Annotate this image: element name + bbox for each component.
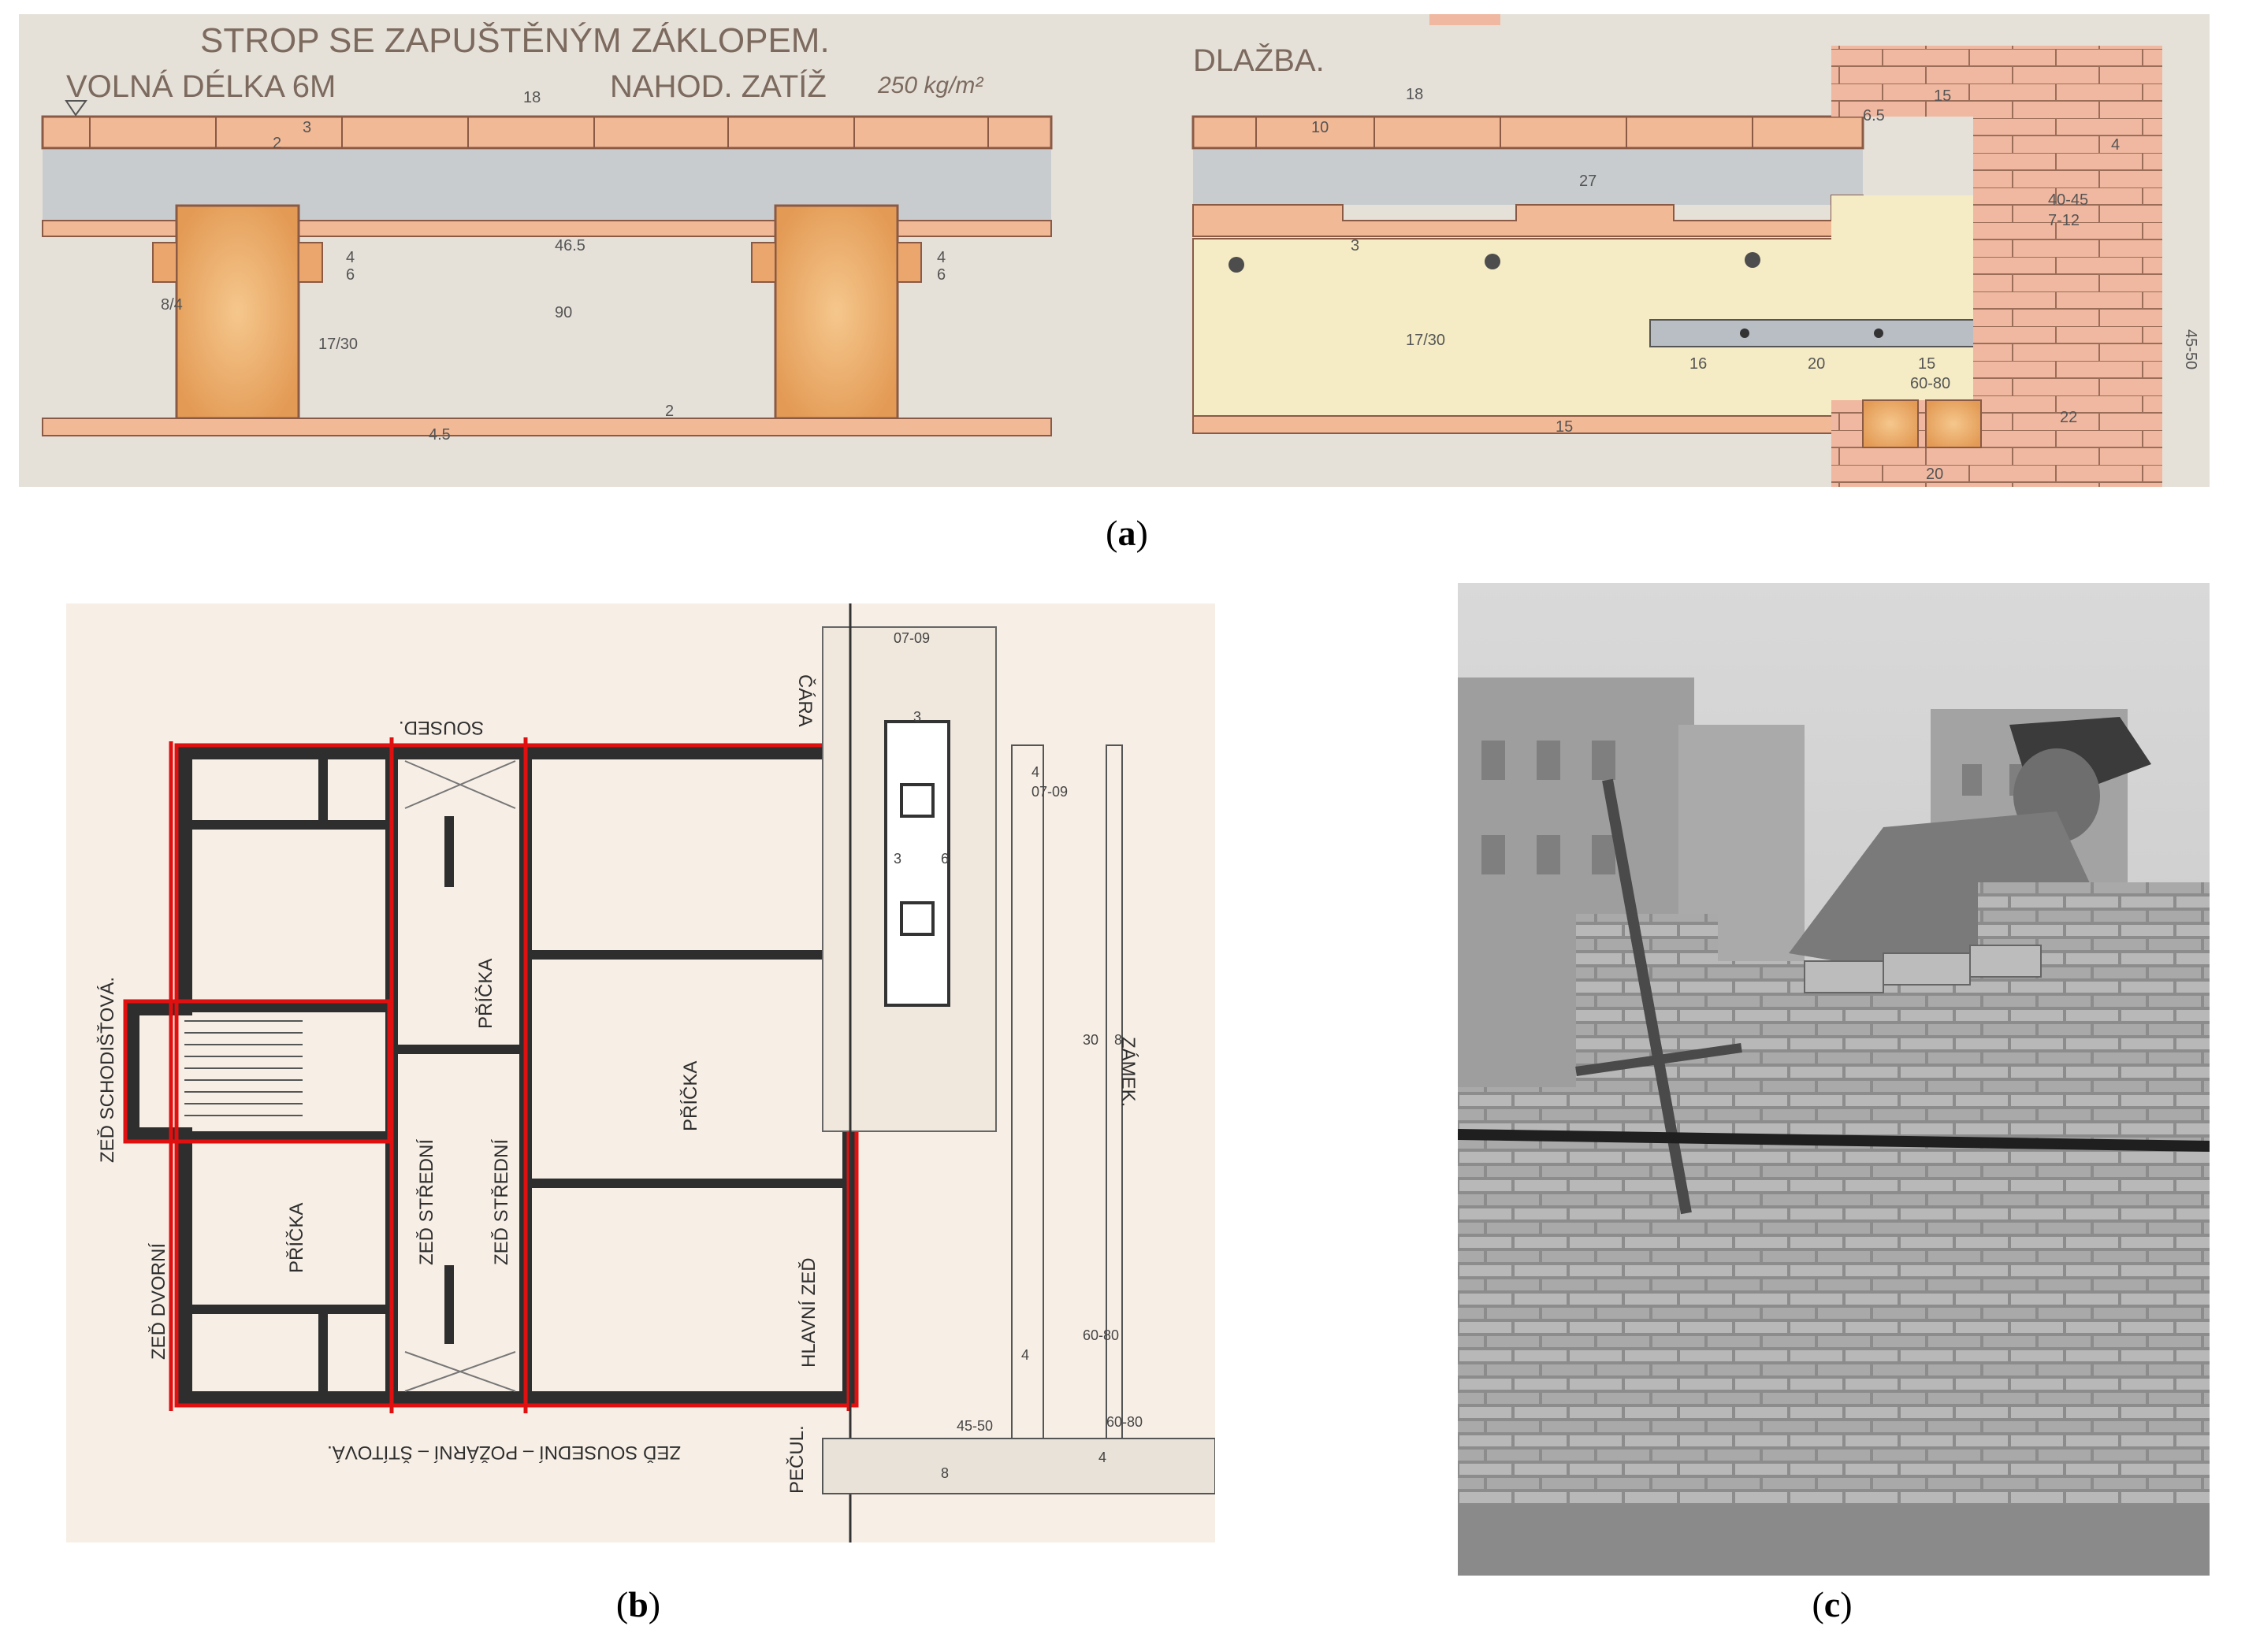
dim-text: 4: [1021, 1347, 1029, 1363]
panel-c-bricklayer-photo: [1458, 583, 2210, 1576]
middle-wall-label-1: ZEĎ STŘEDNÍ: [416, 1139, 437, 1265]
court-wall-label: ZEĎ DVORNÍ: [148, 1243, 169, 1360]
dim-text: 60-80: [1910, 375, 1950, 392]
dim-text: 20: [1926, 466, 1943, 483]
dim-text: 3: [913, 709, 921, 725]
dim-text: 3: [1351, 237, 1359, 254]
dim-text: 8: [1114, 1032, 1122, 1048]
title-label: STROP SE ZAPUŠTĚNÝM ZÁKLOPEM.: [200, 20, 830, 60]
load-label: NAHOD. ZATÍŽ: [610, 69, 827, 104]
dim-text: 60-80: [1106, 1414, 1143, 1430]
dim-text: 3: [303, 119, 311, 136]
dim-text: 4: [1031, 764, 1039, 780]
photo-svg: [1458, 583, 2210, 1576]
fire-wall-label: ZEĎ SOUSEDNÍ – POŽÁRNÍ – ŠTÍTOVÁ.: [327, 1442, 681, 1464]
dim-text: 16: [1689, 355, 1707, 373]
dim-text: 30: [1083, 1032, 1098, 1048]
dim-text: 46.5: [555, 237, 585, 254]
level-marker-icon: [65, 100, 87, 117]
dim-text: 6.5: [1863, 107, 1885, 124]
dim-text: 4: [346, 249, 355, 266]
panel-a-ceiling-drawing: STROP SE ZAPUŠTĚNÝM ZÁKLOPEM. VOLNÁ DÉLK…: [19, 14, 2210, 487]
dim-text: 2: [665, 403, 674, 420]
dim-text: 60-80: [1083, 1327, 1119, 1343]
dim-text: 8/4: [161, 296, 183, 314]
dim-text: 18: [523, 89, 541, 106]
dim-text: 7-12: [2048, 212, 2080, 229]
dim-text: 4: [937, 249, 946, 266]
dim-text: 07-09: [894, 630, 930, 646]
dim-text: 6: [941, 851, 949, 867]
dim-text: 8: [941, 1465, 949, 1481]
floor-plan-svg: SOUSED. ČÁRA ZEĎ SOUSEDNÍ – POŽÁRNÍ – ŠT…: [96, 603, 1215, 1542]
partition-label-3: PŘÍČKA: [679, 1061, 701, 1131]
dim-text: 45-50: [957, 1418, 993, 1434]
dim-text: 6: [937, 266, 946, 284]
stair-wall-label: ZEĎ SCHODIŠŤOVÁ.: [96, 977, 118, 1163]
dim-text: 07-09: [1031, 784, 1068, 800]
dim-text: 15: [1918, 355, 1935, 373]
dim-text: 15: [1556, 418, 1573, 436]
main-wall-label: HLAVNÍ ZEĎ: [798, 1257, 820, 1368]
dim-text: 17/30: [318, 336, 358, 353]
dim-text: 6: [346, 266, 355, 284]
dim-text: 18: [1406, 86, 1423, 103]
dim-text: 40-45: [2048, 191, 2088, 209]
panel-b-floor-plan: SOUSED. ČÁRA ZEĎ SOUSEDNÍ – POŽÁRNÍ – ŠT…: [66, 603, 1215, 1542]
dim-text: 90: [555, 304, 572, 321]
dim-text: 4: [1098, 1450, 1106, 1465]
line-label: ČÁRA: [794, 674, 816, 727]
dim-text: 2: [273, 135, 281, 152]
dim-text: 4: [2111, 136, 2120, 154]
dim-text: 10: [1311, 119, 1329, 136]
dim-text: 27: [1579, 173, 1596, 190]
caption-c: (c): [1812, 1584, 1853, 1624]
lock-label: ZÁMEK.: [1117, 1037, 1139, 1107]
partition-label-1: PŘÍČKA: [285, 1203, 307, 1273]
neighbor-label: SOUSED.: [399, 717, 484, 738]
span-label: VOLNÁ DÉLKA 6M: [66, 69, 336, 104]
dim-text: 3: [894, 851, 901, 867]
dim-text: 22: [2060, 409, 2077, 426]
dim-text: 17/30: [1406, 332, 1445, 349]
caption-a: (a): [1106, 513, 1148, 553]
paving-label: DLAŽBA.: [1193, 43, 1325, 78]
partition-label-2: PŘÍČKA: [474, 959, 496, 1029]
dim-text: 20: [1808, 355, 1825, 373]
dim-text: 15: [1934, 87, 1951, 105]
dim-text: 45-50: [2182, 329, 2199, 369]
dim-text: 4.5: [429, 426, 451, 444]
caption-b: (b): [615, 1584, 661, 1624]
middle-wall-label-2: ZEĎ STŘEDNÍ: [491, 1139, 512, 1265]
street-label: PEČUL.: [786, 1425, 808, 1494]
ceiling-section-svg: STROP SE ZAPUŠTĚNÝM ZÁKLOPEM. VOLNÁ DÉLK…: [41, 14, 2199, 487]
load-value: 250 kg/m²: [877, 72, 983, 98]
